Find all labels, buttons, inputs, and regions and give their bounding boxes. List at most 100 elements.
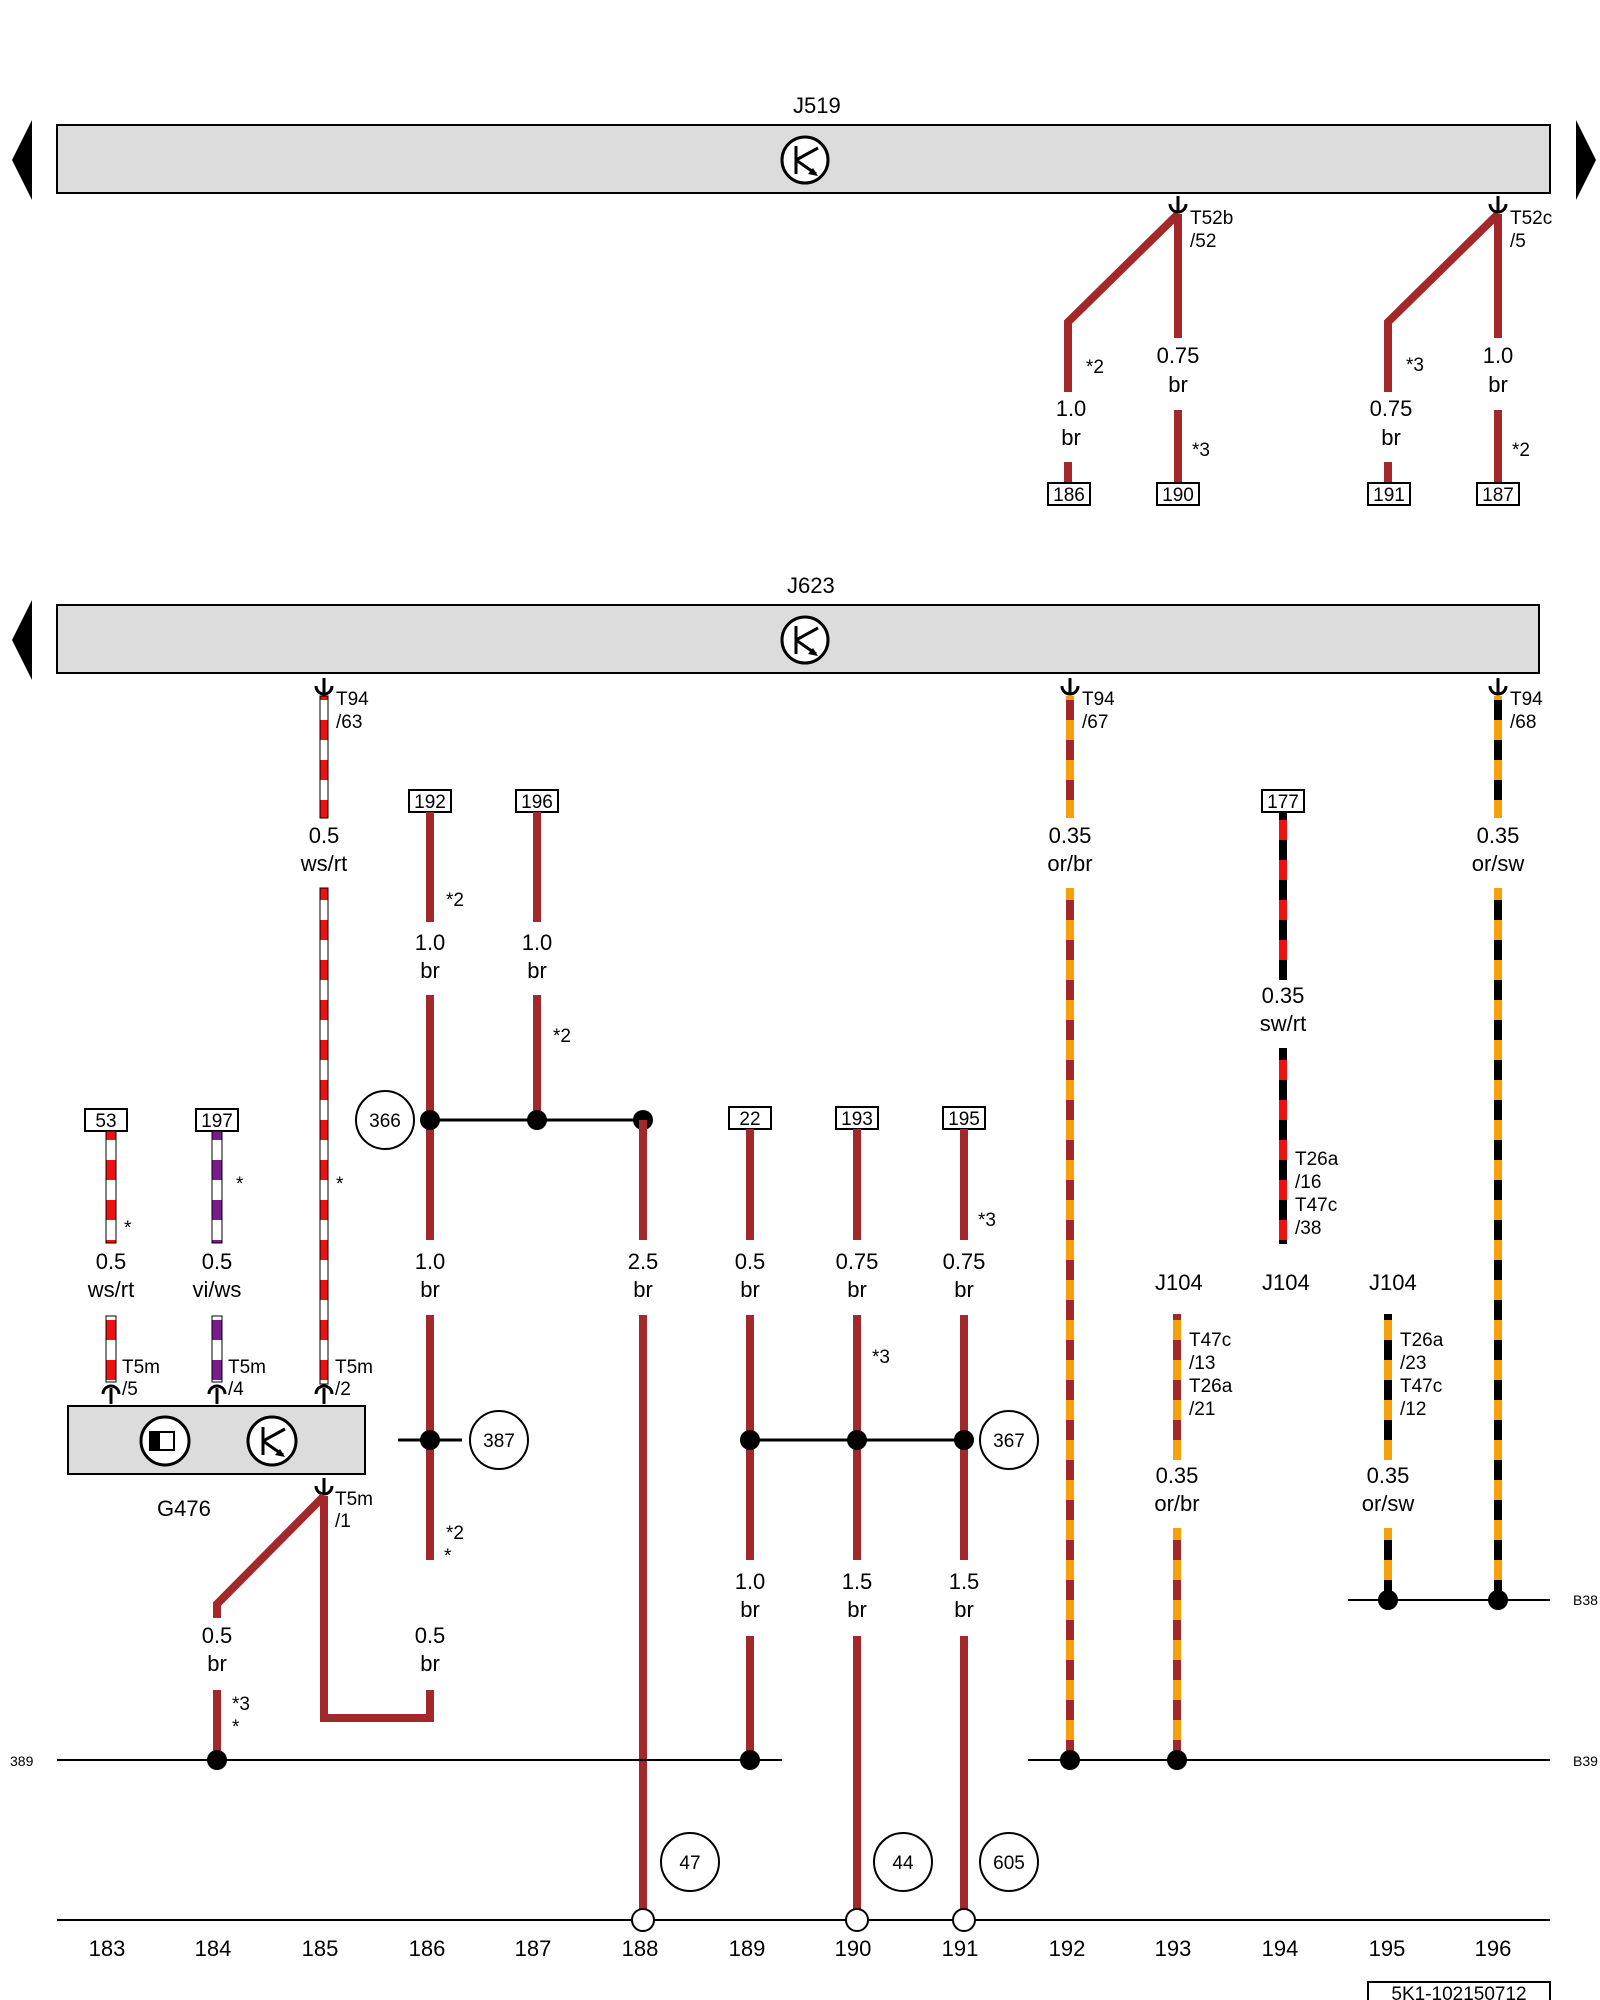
column-number: 186	[409, 1936, 446, 1961]
junction-dot	[207, 1750, 227, 1770]
junction-dot	[420, 1430, 440, 1450]
ref-box[interactable]: 177	[1261, 789, 1305, 813]
wire-label-size: 1.5	[842, 1569, 873, 1594]
wire-label-color: or/br	[1047, 851, 1092, 876]
g476-module-box[interactable]	[67, 1405, 366, 1475]
svg-text:191: 191	[1373, 485, 1405, 506]
column-number: 189	[729, 1936, 766, 1961]
wire-label-size: 1.0	[1483, 343, 1514, 368]
transistor-icon	[780, 135, 830, 185]
ref-box[interactable]: 195	[942, 1106, 986, 1130]
ref-circle[interactable]: 387	[469, 1410, 529, 1470]
svg-text:196: 196	[521, 792, 553, 813]
footnote: *2	[446, 1523, 464, 1544]
svg-text:T94: T94	[336, 689, 369, 710]
wire-label-color: br	[1381, 425, 1401, 450]
svg-text:T47c: T47c	[1189, 1330, 1231, 1351]
j104-label: J104	[1262, 1270, 1310, 1295]
svg-text:/13: /13	[1189, 1353, 1215, 1374]
column-number: 185	[302, 1936, 339, 1961]
wire-label-size: 0.5	[202, 1249, 233, 1274]
transistor-icon	[780, 615, 830, 665]
wire-label-color: or/sw	[1362, 1491, 1415, 1516]
wire-ws-rt	[105, 1315, 117, 1383]
svg-text:/23: /23	[1400, 1353, 1426, 1374]
column-number: 190	[835, 1936, 872, 1961]
ref-box[interactable]: 186	[1047, 482, 1091, 506]
ref-box[interactable]: 192	[408, 789, 452, 813]
footnote: *3	[1406, 355, 1424, 376]
svg-text:/67: /67	[1082, 712, 1108, 733]
ref-box[interactable]: 22	[728, 1106, 772, 1130]
svg-text:197: 197	[201, 1111, 233, 1132]
footnote: *2	[553, 1026, 571, 1047]
left-arrow	[12, 600, 32, 680]
connector-t5m-4: T5m /4	[207, 1357, 266, 1404]
svg-text:187: 187	[1482, 485, 1514, 506]
wire-label-size: 0.5	[202, 1623, 233, 1648]
right-arrow	[1576, 120, 1596, 200]
wire-label-color: br	[847, 1597, 867, 1622]
column-number: 194	[1262, 1936, 1299, 1961]
footer-code-box: 5K1-102150712	[1367, 1981, 1551, 2000]
wire-vi-ws	[211, 1315, 223, 1383]
column-number: 184	[195, 1936, 232, 1961]
svg-text:47: 47	[679, 1853, 700, 1874]
connector-t5m-2: T5m /2	[314, 1357, 373, 1404]
wire-or-sw	[1494, 888, 1502, 1600]
wire-or-br	[1066, 888, 1074, 1760]
wire-ws-rt	[319, 695, 329, 819]
svg-text:44: 44	[892, 1853, 914, 1874]
connector-t52c: T52c /5	[1488, 196, 1552, 252]
junction-dot	[1378, 1590, 1398, 1610]
wire-group-j519-left	[1064, 211, 1182, 483]
junction-dot	[740, 1750, 760, 1770]
svg-text:/68: /68	[1510, 712, 1536, 733]
column-number: 183	[89, 1936, 126, 1961]
connector-t52b: T52b /52	[1168, 196, 1233, 252]
column-number: 195	[1369, 1936, 1406, 1961]
footnote: *2	[1512, 440, 1530, 461]
connector-t5m-5: T5m /5	[101, 1357, 160, 1404]
wire-or-br	[1066, 696, 1074, 818]
footnote: *3	[1192, 440, 1210, 461]
junction-dot	[527, 1110, 547, 1130]
footnote: *	[236, 1174, 244, 1195]
ref-box[interactable]: 193	[835, 1106, 879, 1130]
wire-ws-rt	[319, 887, 329, 1385]
ref-circle[interactable]: 366	[355, 1090, 415, 1150]
sensor-icon	[139, 1415, 191, 1467]
ground-terminal	[952, 1908, 976, 1932]
wire-ws-rt	[105, 1130, 117, 1244]
wire-label-size: 2.5	[628, 1249, 659, 1274]
wire-label-size: 1.5	[949, 1569, 980, 1594]
footnote: *	[124, 1218, 132, 1239]
wire-label-color: br	[954, 1277, 974, 1302]
ref-box[interactable]: 187	[1476, 482, 1520, 506]
wire-label-color: br	[1168, 372, 1188, 397]
transistor-icon	[246, 1415, 298, 1467]
svg-text:T26a: T26a	[1400, 1330, 1444, 1351]
wire-label-color: br	[633, 1277, 653, 1302]
ref-box[interactable]: 191	[1367, 482, 1411, 506]
ref-box[interactable]: 197	[195, 1108, 239, 1132]
bus-label: 389	[10, 1753, 34, 1769]
svg-text:T94: T94	[1510, 689, 1543, 710]
wire-or-br	[1173, 1528, 1181, 1760]
ref-circle[interactable]: 605	[979, 1832, 1039, 1892]
wire-label-color: br	[954, 1597, 974, 1622]
ref-circle[interactable]: 367	[979, 1410, 1039, 1470]
footnote: *	[336, 1174, 344, 1195]
wire-label-color: br	[1061, 425, 1081, 450]
ref-circle[interactable]: 47	[660, 1832, 720, 1892]
svg-text:/4: /4	[228, 1379, 244, 1400]
connector-t94-68: T94 /68	[1488, 678, 1543, 733]
ref-box[interactable]: 53	[84, 1108, 128, 1132]
ref-box[interactable]: 190	[1156, 482, 1200, 506]
ref-box[interactable]: 196	[515, 789, 559, 813]
ref-circle[interactable]: 44	[873, 1832, 933, 1892]
column-number: 192	[1049, 1936, 1086, 1961]
junction-dot	[1167, 1750, 1187, 1770]
svg-text:193: 193	[841, 1109, 873, 1130]
